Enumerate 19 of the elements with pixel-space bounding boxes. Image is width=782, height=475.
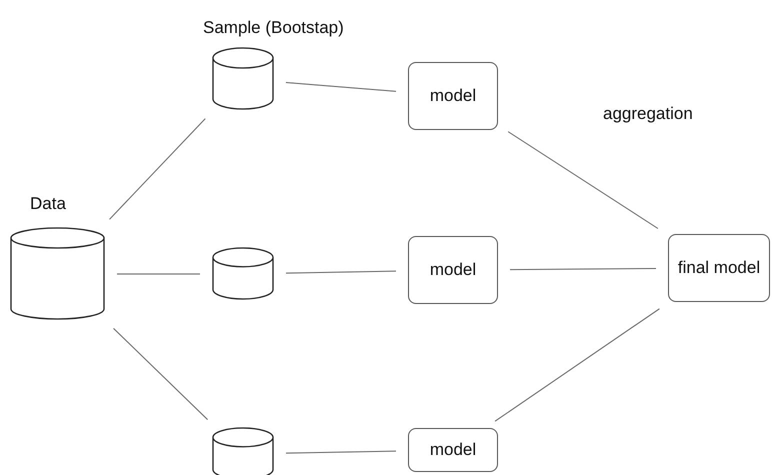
connector-line	[109, 118, 206, 220]
node-label: model	[430, 440, 476, 460]
connector-line	[286, 450, 396, 454]
node-label: final model	[678, 258, 760, 278]
connector-line	[113, 328, 208, 420]
connector-line	[494, 308, 660, 422]
node-label: model	[430, 86, 476, 106]
node-caption: Data	[30, 194, 66, 214]
process-box	[408, 428, 498, 472]
node-label: model	[430, 260, 476, 280]
connector-line	[285, 82, 397, 92]
annotation-text: aggregation	[603, 104, 693, 124]
process-box	[408, 62, 498, 130]
connector-line	[508, 131, 658, 229]
process-box	[408, 236, 498, 304]
connector-line	[286, 270, 396, 274]
process-box	[668, 234, 770, 302]
annotation-text: Sample (Bootstap)	[203, 18, 344, 38]
connector-line	[510, 268, 656, 270]
